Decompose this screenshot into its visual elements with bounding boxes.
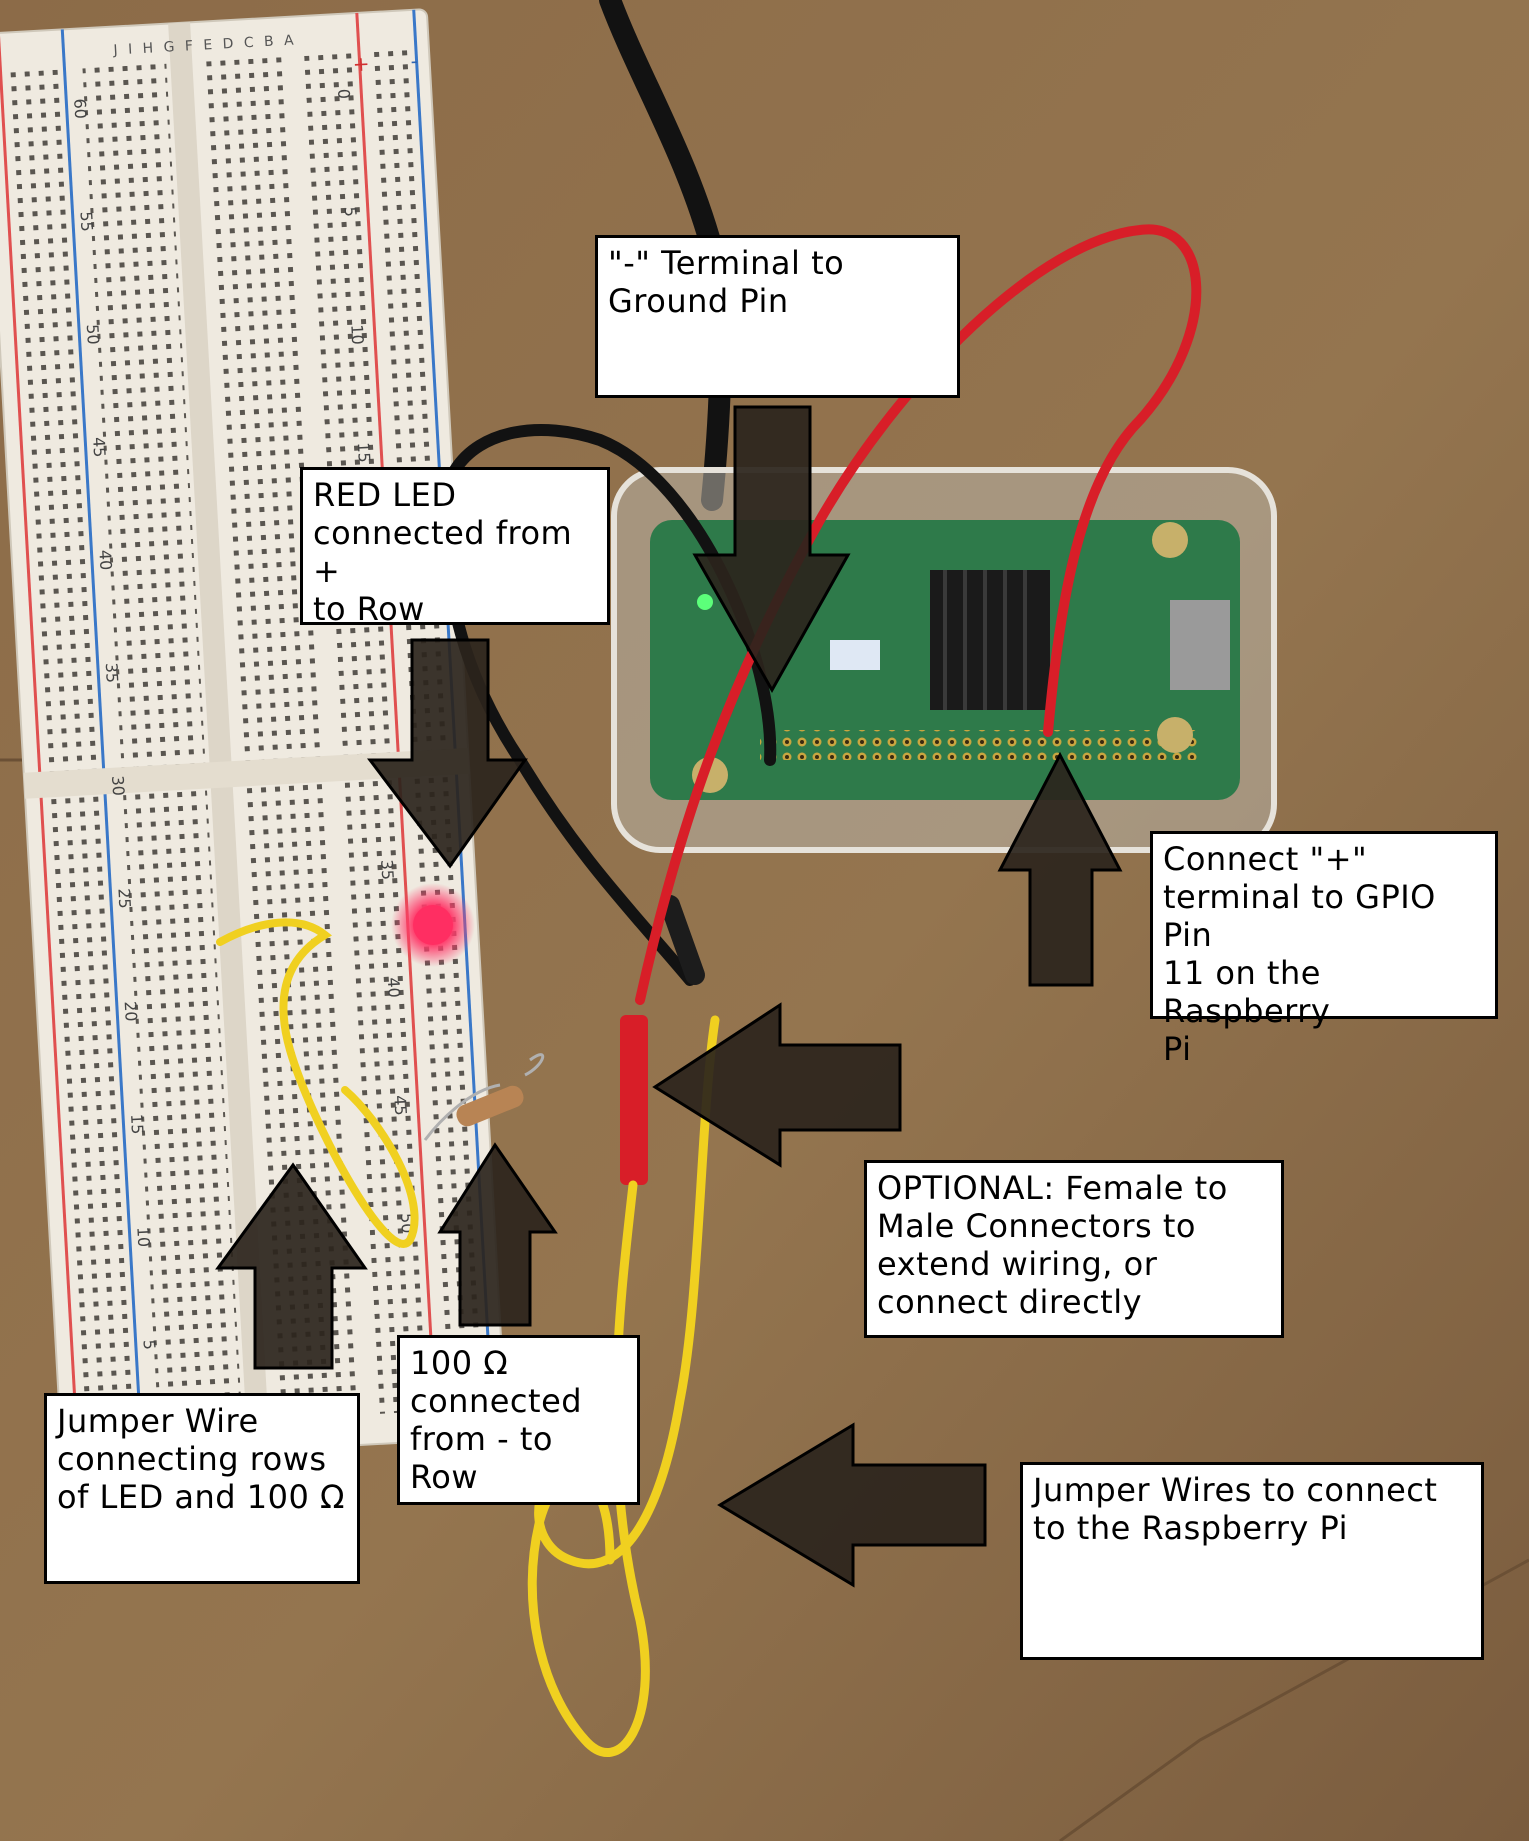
arrow-up-jumper — [215, 1162, 368, 1370]
annotation-arrows — [215, 405, 1123, 1588]
callout-red-led: RED LED connected from + to Row — [300, 467, 610, 628]
breadboard-row-number: 55 — [76, 211, 96, 232]
breadboard-row-number: 40 — [95, 549, 115, 570]
breadboard-row-number: 20 — [121, 1001, 141, 1022]
callout-resistor: 100 Ω connected from - to Row — [397, 1335, 640, 1505]
sd-slot — [1170, 600, 1230, 690]
resistor-100-ohm — [423, 1053, 545, 1141]
rail-minus-mark: - — [410, 49, 419, 73]
rail-plus-mark: + — [352, 51, 370, 76]
heatsink — [930, 570, 1050, 710]
arrow-up-resistor — [437, 1142, 558, 1327]
breadboard-row-number: 60 — [70, 98, 90, 119]
breadboard-row-number: 5 — [140, 1339, 160, 1350]
callout-jumper-to-pi: Jumper Wires to connect to the Raspberry… — [1020, 1462, 1484, 1660]
arrow-up-gpio — [997, 751, 1123, 987]
mount-hole — [1152, 522, 1188, 558]
yellow-jumper-on-breadboard — [216, 918, 419, 1248]
arrow-left-connector — [652, 1002, 902, 1168]
raspberry-pi-case — [611, 467, 1277, 853]
black-connector — [660, 895, 705, 985]
breadboard-side-number: 35 — [377, 859, 397, 880]
breadboard-side-number: 5 — [341, 206, 361, 217]
red-jumper-wire — [635, 224, 1202, 1005]
callout-gpio-pin: Connect "+" terminal to GPIO Pin 11 on t… — [1150, 831, 1498, 1068]
breadboard-side-number: 10 — [347, 324, 367, 345]
breadboard-letters-mid: E D C B A — [203, 32, 297, 53]
arrow-down-ground — [692, 405, 851, 694]
arrow-down-led — [366, 638, 528, 869]
pi-chip — [830, 640, 880, 670]
arrow-left-pi — [717, 1422, 987, 1588]
breadboard-row-number: 30 — [108, 775, 128, 796]
gpio-header — [760, 730, 1200, 760]
mount-hole — [1157, 717, 1193, 753]
breadboard-row-number: 25 — [114, 888, 134, 909]
breadboard-row-number: 15 — [127, 1113, 147, 1134]
callout-optional-connectors: OPTIONAL: Female to Male Connectors to e… — [864, 1160, 1284, 1338]
breadboard-row-number: 45 — [89, 437, 109, 458]
breadboard-side-number: 0 — [334, 88, 354, 99]
breadboard-side-number: 15 — [354, 442, 374, 463]
breadboard-side-number: 45 — [390, 1095, 410, 1116]
status-led — [697, 594, 713, 610]
breadboard-letters-top: J I H G F — [112, 38, 196, 59]
breadboard-row-number: 35 — [102, 662, 122, 683]
callout-jumper-rows: Jumper Wire connecting rows of LED and 1… — [44, 1393, 360, 1584]
callout-ground-pin: "-" Terminal to Ground Pin — [595, 235, 960, 398]
breadboard-row-number: 10 — [133, 1226, 153, 1247]
breadboard-row-numbers: 60 55 50 45 40 35 30 25 20 15 10 5 — [70, 98, 159, 1350]
yellow-wire-to-pi-2 — [534, 1015, 720, 1569]
red-connector — [620, 1015, 648, 1185]
breadboard-row-number: 50 — [83, 324, 103, 345]
breadboard-side-number: 40 — [384, 977, 404, 998]
